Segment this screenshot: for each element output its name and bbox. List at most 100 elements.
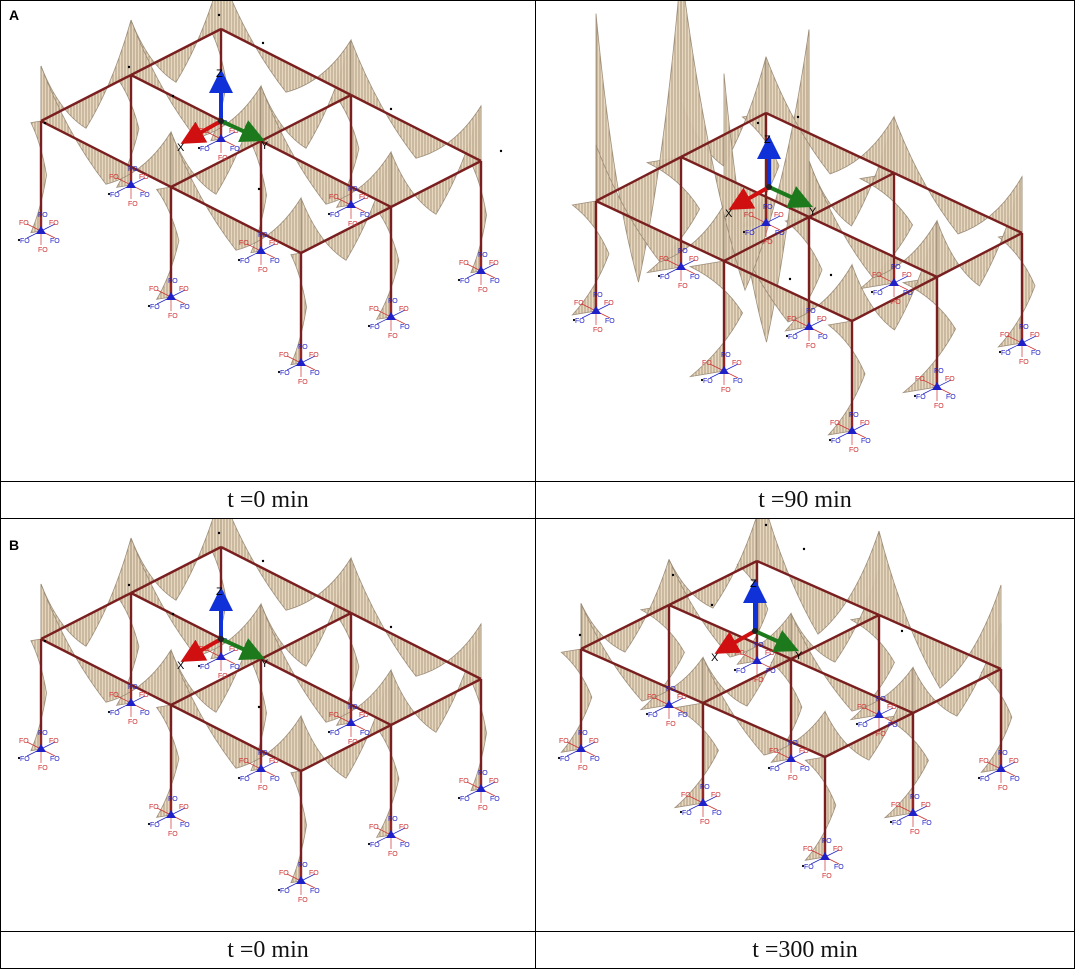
axis-z-label: Z: [216, 586, 223, 598]
moment-diagram: [350, 557, 482, 680]
svg-text:FO: FO: [589, 738, 599, 745]
svg-text:FO: FO: [1030, 332, 1040, 339]
moment-diagram: [997, 232, 1036, 348]
frame-member: [350, 93, 482, 163]
svg-text:FO: FO: [168, 796, 178, 803]
axis-z-label: Z: [750, 578, 757, 590]
frame-member: [260, 139, 392, 209]
svg-text:FO: FO: [915, 376, 925, 383]
caption-b-left: t =0 min: [0, 931, 536, 969]
frame-member: [702, 657, 792, 705]
svg-text:FO: FO: [149, 286, 159, 293]
axis-x-label: X: [177, 660, 185, 672]
frame-member: [936, 231, 1023, 279]
svg-text:FO: FO: [754, 642, 764, 649]
svg-text:FO: FO: [230, 664, 240, 671]
frame-member: [824, 711, 914, 759]
svg-text:FO: FO: [150, 822, 160, 829]
moment-diagram: [702, 657, 826, 758]
svg-text:FO: FO: [1001, 350, 1011, 357]
svg-text:FO: FO: [702, 360, 712, 367]
svg-text:FO: FO: [732, 360, 742, 367]
svg-text:FO: FO: [269, 240, 279, 247]
svg-text:FO: FO: [399, 306, 409, 313]
svg-text:FO: FO: [388, 851, 398, 858]
svg-text:FO: FO: [179, 286, 189, 293]
svg-text:FO: FO: [168, 831, 178, 838]
svg-text:FO: FO: [703, 378, 713, 385]
frame-member: [220, 545, 352, 615]
svg-text:FO: FO: [110, 710, 120, 717]
caption-a-left: t =0 min: [0, 481, 536, 519]
svg-text:FO: FO: [110, 192, 120, 199]
moment-diagram: [130, 519, 222, 601]
svg-text:FO: FO: [831, 438, 841, 445]
svg-text:FO: FO: [700, 784, 710, 791]
axis-origin: [766, 184, 772, 190]
frame-member: [40, 591, 132, 641]
svg-text:FO: FO: [388, 333, 398, 340]
svg-text:FO: FO: [769, 748, 779, 755]
frame-member: [893, 171, 1023, 235]
svg-text:FO: FO: [934, 403, 944, 410]
svg-text:FO: FO: [678, 712, 688, 719]
svg-text:FO: FO: [872, 272, 882, 279]
svg-text:FO: FO: [489, 260, 499, 267]
svg-text:FO: FO: [998, 785, 1008, 792]
svg-text:FO: FO: [578, 765, 588, 772]
moment-diagram: [595, 144, 725, 263]
node-dot: [43, 639, 47, 643]
svg-text:FO: FO: [849, 412, 859, 419]
svg-text:FO: FO: [1009, 758, 1019, 765]
svg-text:FO: FO: [682, 810, 692, 817]
svg-text:FO: FO: [921, 802, 931, 809]
svg-text:FO: FO: [298, 344, 308, 351]
node-dot: [217, 13, 221, 17]
svg-text:FO: FO: [258, 785, 268, 792]
svg-text:FO: FO: [857, 704, 867, 711]
node-dot: [261, 559, 265, 563]
node-dot: [127, 583, 131, 587]
svg-text:FO: FO: [647, 694, 657, 701]
svg-text:FO: FO: [891, 802, 901, 809]
frame-member: [390, 677, 482, 727]
svg-text:FO: FO: [922, 820, 932, 827]
svg-text:FO: FO: [916, 394, 926, 401]
frame-member: [300, 723, 392, 773]
svg-text:FO: FO: [934, 368, 944, 375]
frame-member: [790, 613, 880, 661]
svg-text:FO: FO: [478, 287, 488, 294]
node-dot: [389, 107, 393, 111]
frame-member: [390, 159, 482, 209]
frame-member: [595, 199, 725, 263]
svg-text:FO: FO: [50, 238, 60, 245]
frame-member: [808, 215, 938, 279]
svg-text:FO: FO: [849, 447, 859, 454]
svg-text:FO: FO: [459, 778, 469, 785]
svg-text:FO: FO: [677, 694, 687, 701]
axis-z-label: Z: [764, 134, 771, 146]
svg-text:FO: FO: [139, 692, 149, 699]
node-dot: [389, 625, 393, 629]
svg-text:FO: FO: [258, 750, 268, 757]
svg-text:FO: FO: [388, 298, 398, 305]
svg-text:FO: FO: [822, 873, 832, 880]
panel-letter-b: B: [9, 537, 20, 553]
svg-text:FO: FO: [660, 274, 670, 281]
svg-text:FO: FO: [200, 664, 210, 671]
svg-text:FO: FO: [359, 712, 369, 719]
svg-text:FO: FO: [109, 174, 119, 181]
